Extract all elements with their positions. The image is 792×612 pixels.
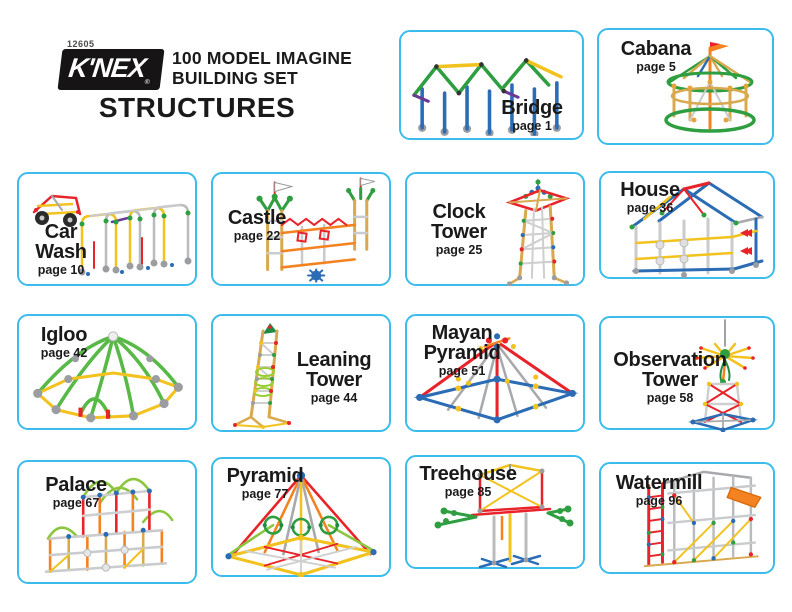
model-page: page 44 bbox=[310, 391, 358, 405]
model-card-bridge: Bridge page 1 bbox=[399, 30, 584, 140]
model-name: Palace bbox=[45, 474, 107, 496]
card-caption: Bridge page 1 bbox=[492, 98, 572, 133]
model-page: page 22 bbox=[233, 229, 281, 243]
card-caption: Palace page 67 bbox=[33, 475, 119, 510]
model-page: page 10 bbox=[37, 262, 85, 277]
castle-model-image bbox=[256, 177, 376, 283]
model-page: page 67 bbox=[52, 496, 100, 510]
observation-tower-model-image bbox=[688, 319, 758, 432]
model-page: page 25 bbox=[435, 243, 483, 257]
card-caption: Cabana page 5 bbox=[609, 39, 703, 74]
model-name: Igloo bbox=[40, 324, 88, 346]
model-card-treehouse: Treehouse page 85 bbox=[405, 455, 585, 569]
card-caption: Car Wash page 10 bbox=[25, 222, 97, 277]
card-caption: Leaning Tower page 44 bbox=[287, 350, 381, 405]
model-page: page 36 bbox=[626, 201, 674, 215]
model-card-watermill: Watermill page 96 bbox=[599, 462, 775, 574]
bridge-model-image bbox=[412, 57, 563, 136]
pyramid-model-image bbox=[225, 471, 377, 577]
model-card-house: House page 36 bbox=[599, 171, 775, 279]
model-card-leaning-tower: Leaning Tower page 44 bbox=[211, 314, 391, 432]
set-title-line1: 100 MODEL IMAGINE bbox=[172, 48, 353, 68]
card-caption: Pyramid page 77 bbox=[217, 466, 313, 501]
model-name: Leaning Tower bbox=[296, 349, 372, 391]
model-card-igloo: Igloo page 42 bbox=[17, 314, 197, 430]
model-name: Car Wash bbox=[35, 220, 87, 263]
clock-tower-model-image bbox=[505, 179, 571, 286]
model-name: Bridge bbox=[501, 96, 563, 119]
car-wash-model-image bbox=[32, 194, 192, 276]
card-caption: Castle page 22 bbox=[217, 208, 297, 243]
section-title: STRUCTURES bbox=[98, 92, 296, 123]
set-title-line2: BUILDING SET bbox=[172, 68, 298, 89]
model-card-palace: Palace page 67 bbox=[17, 460, 197, 584]
registered-mark: ® bbox=[144, 79, 151, 86]
card-caption: Clock Tower page 25 bbox=[419, 202, 499, 257]
house-model-image bbox=[629, 181, 764, 278]
model-name: Observation Tower bbox=[613, 349, 727, 391]
model-name: Castle bbox=[227, 207, 287, 229]
model-page: page 58 bbox=[646, 391, 694, 405]
model-page: page 85 bbox=[444, 485, 492, 499]
card-caption: Watermill page 96 bbox=[603, 473, 715, 508]
model-name: House bbox=[620, 179, 680, 201]
cabana-model-image bbox=[664, 42, 756, 133]
model-page: page 77 bbox=[241, 487, 289, 501]
igloo-model-image bbox=[33, 331, 183, 423]
model-name: Watermill bbox=[615, 472, 703, 494]
model-page: page 1 bbox=[512, 118, 552, 133]
model-name: Treehouse bbox=[419, 463, 517, 485]
knex-logo: K'NEX ® bbox=[57, 49, 165, 90]
model-card-mayan-pyramid: Mayan Pyramid page 51 bbox=[405, 314, 585, 432]
model-card-observation-tower: Observation Tower page 58 bbox=[599, 316, 775, 432]
model-card-cabana: Cabana page 5 bbox=[597, 28, 774, 145]
model-card-castle: Castle page 22 bbox=[211, 172, 391, 286]
knex-logo-text: K'NEX bbox=[67, 53, 148, 83]
model-card-clock-tower: Clock Tower page 25 bbox=[405, 172, 585, 286]
model-name: Cabana bbox=[620, 38, 692, 60]
set-title: 100 MODEL IMAGINE BUILDING SET bbox=[172, 48, 352, 88]
model-card-pyramid: Pyramid page 77 bbox=[211, 457, 391, 577]
model-page: page 51 bbox=[438, 364, 486, 378]
model-name: Mayan Pyramid bbox=[423, 322, 501, 364]
model-card-car-wash: Car Wash page 10 bbox=[17, 172, 197, 286]
model-name: Clock Tower bbox=[431, 201, 487, 243]
model-page: page 96 bbox=[635, 494, 683, 508]
card-caption: Observation Tower page 58 bbox=[603, 350, 737, 405]
model-page: page 5 bbox=[636, 60, 676, 74]
model-name: Pyramid bbox=[226, 465, 304, 487]
model-page: page 42 bbox=[40, 346, 88, 360]
card-caption: House page 36 bbox=[607, 180, 693, 215]
watermill-model-image bbox=[643, 470, 762, 568]
card-caption: Mayan Pyramid page 51 bbox=[415, 323, 509, 378]
mayan-pyramid-model-image bbox=[413, 333, 579, 424]
card-caption: Treehouse page 85 bbox=[409, 464, 527, 499]
leaning-tower-model-image bbox=[233, 323, 291, 429]
set-number: 12605 bbox=[67, 39, 95, 49]
treehouse-model-image bbox=[434, 463, 574, 569]
palace-model-image bbox=[44, 477, 174, 573]
card-caption: Igloo page 42 bbox=[31, 325, 97, 360]
